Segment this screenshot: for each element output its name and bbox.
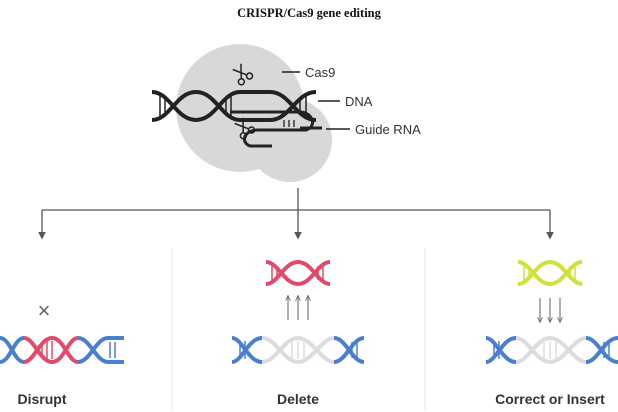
outcome-label-correct-insert: Correct or Insert — [495, 391, 605, 407]
dna-label: DNA — [345, 94, 373, 109]
outcome-label-delete: Delete — [277, 391, 319, 407]
outcome-label-disrupt: Disrupt — [18, 391, 67, 407]
disrupt-base-pairs — [41, 341, 116, 359]
disrupt-mark: × — [38, 298, 51, 323]
outcome-delete: Delete — [231, 259, 365, 407]
insert-arrows — [540, 298, 560, 322]
cas9-label: Cas9 — [305, 65, 335, 80]
label-leaders — [282, 71, 350, 130]
guide-rna-base-pairs — [283, 120, 295, 127]
cas9-complex: Cas9 DNA Guide RNA — [151, 44, 421, 182]
delete-arrows — [288, 296, 308, 320]
correct-base-pairs — [493, 341, 610, 359]
scissors-icon — [234, 117, 256, 140]
dna-helix-correct — [485, 335, 618, 365]
delete-base-pairs — [239, 341, 358, 359]
donor-yellow-base-pairs — [523, 265, 576, 281]
scissors-icon — [232, 63, 254, 86]
donor-dna-yellow — [517, 259, 583, 287]
diagram-title: CRISPR/Cas9 gene editing — [237, 6, 381, 20]
outcome-disrupt: × Disrupt — [0, 298, 124, 407]
target-dna-helix — [151, 89, 317, 123]
dna-helix-disrupt — [0, 335, 124, 365]
donor-dna-red — [265, 259, 331, 287]
donor-red-base-pairs — [271, 265, 324, 281]
dna-helix-delete — [231, 335, 365, 365]
outcome-correct-insert: Correct or Insert — [485, 259, 618, 407]
guide-rna-strand — [230, 110, 322, 148]
branch-connector — [38, 188, 554, 240]
guide-rna-label: Guide RNA — [355, 122, 421, 137]
